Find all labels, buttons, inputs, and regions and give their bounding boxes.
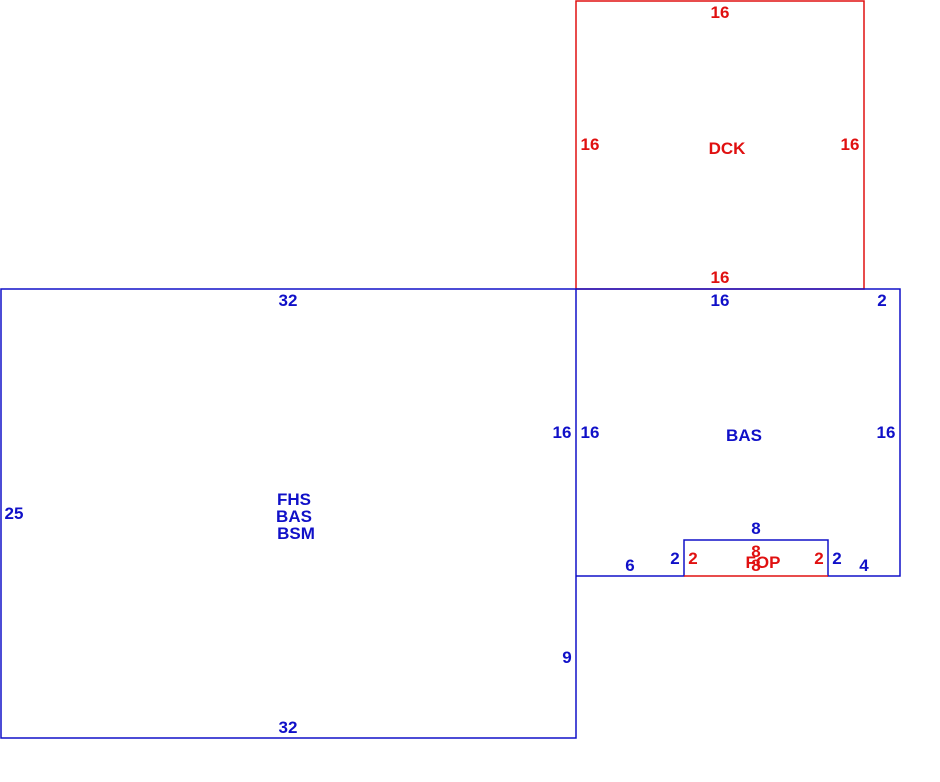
main-dim-bottom: 32 — [279, 718, 298, 737]
porch-dim-left: 2 — [688, 549, 697, 568]
addition-dim-left: 16 — [581, 423, 600, 442]
addition-dim-notch-top: 8 — [751, 519, 760, 538]
main-area-code-fhs: FHS — [277, 490, 311, 509]
addition-dim-bottom-left: 6 — [625, 556, 634, 575]
addition-dim-right: 16 — [877, 423, 896, 442]
porch-dim-top: 8 — [751, 542, 760, 561]
deck-area-code: DCK — [709, 139, 747, 158]
main-dim-top: 32 — [279, 291, 298, 310]
addition-dim-notch-right: 2 — [832, 549, 841, 568]
deck-dim-top: 16 — [711, 3, 730, 22]
addition-dim-notch-left: 2 — [670, 549, 679, 568]
porch-dim-right: 2 — [814, 549, 823, 568]
main-area-code-bsm: BSM — [277, 524, 315, 543]
main-house-outline — [0, 288, 577, 739]
porch-area-code: FOP — [746, 553, 781, 572]
main-dim-left: 25 — [5, 504, 24, 523]
addition-area-code: BAS — [726, 426, 762, 445]
addition-dim-top: 16 — [711, 291, 730, 310]
deck-dim-left: 16 — [581, 135, 600, 154]
main-dim-right-upper: 16 — [553, 423, 572, 442]
addition-dim-bottom-right: 4 — [859, 556, 869, 575]
main-dim-right-lower: 9 — [562, 648, 571, 667]
deck-dim-bottom: 16 — [711, 268, 730, 287]
addition-dim-top-right: 2 — [877, 291, 886, 310]
porch-dim-bottom: 8 — [751, 556, 760, 575]
deck-dim-right: 16 — [841, 135, 860, 154]
main-area-code-bas: BAS — [276, 507, 312, 526]
addition-outline — [576, 288, 901, 577]
